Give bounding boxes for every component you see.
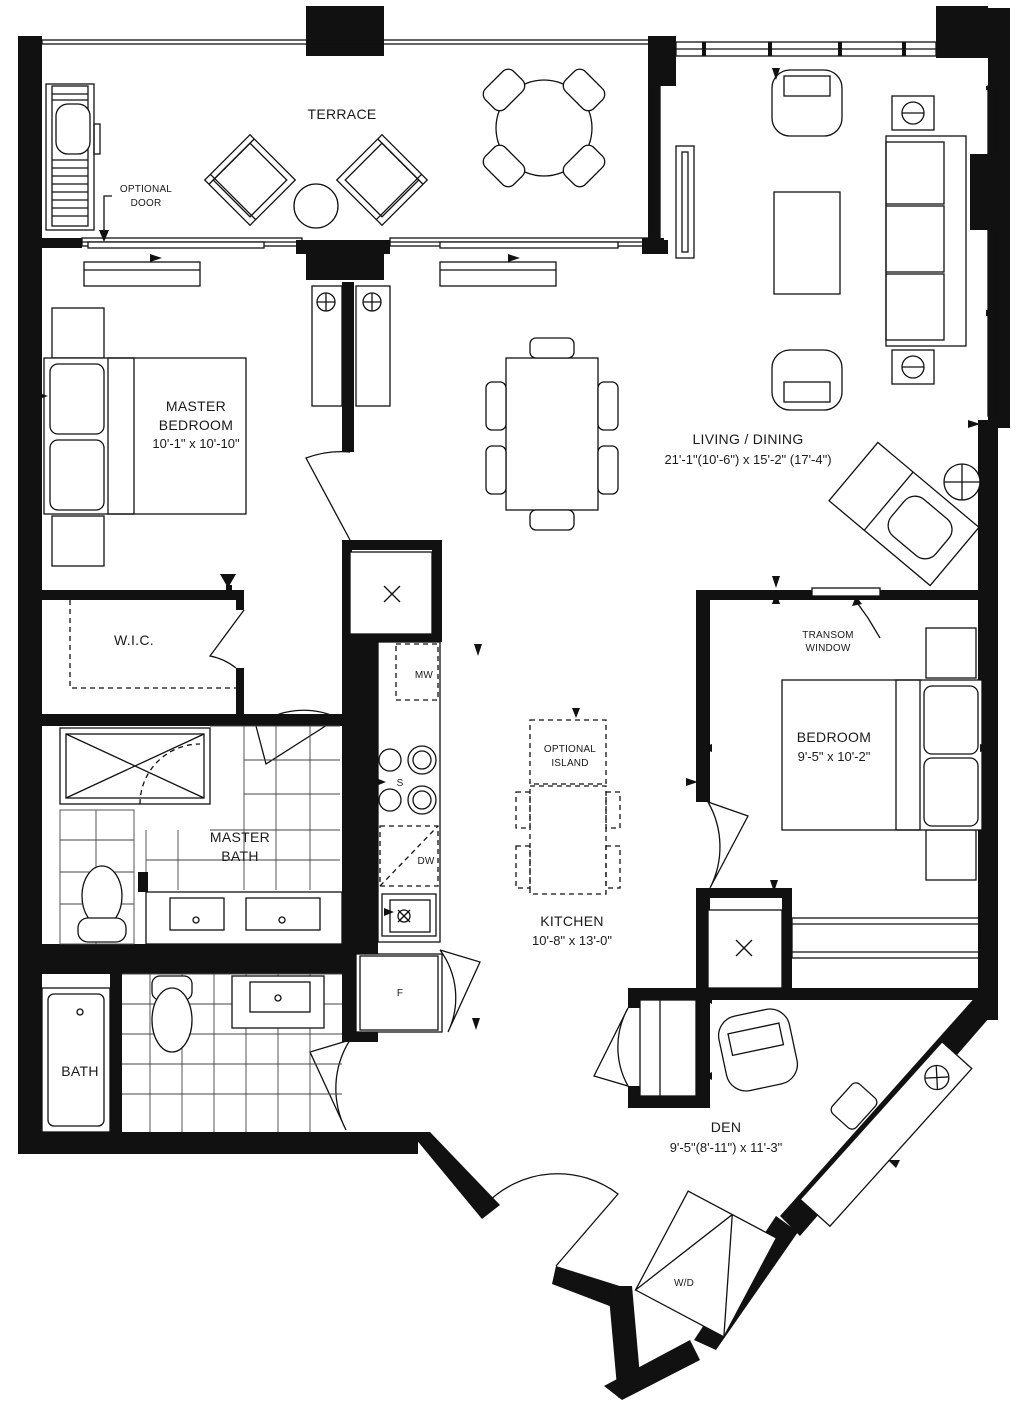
terrace-label: TERRACE	[308, 106, 377, 122]
terrace-furniture	[45, 68, 606, 242]
kitchen	[349, 551, 621, 1033]
wic-label: W.I.C.	[114, 632, 154, 648]
bath	[41, 973, 342, 1133]
optional-island-note-line2: ISLAND	[551, 758, 588, 769]
walk-in-closet	[69, 574, 236, 689]
master-bath-label-line2: BATH	[221, 848, 259, 864]
master-bed	[36, 307, 247, 567]
master-bath	[59, 725, 343, 945]
doors	[208, 450, 749, 1267]
terrace-enclosure	[41, 36, 998, 417]
transom-window-note-line2: WINDOW	[805, 643, 850, 654]
optional-door-note-line1: OPTIONAL	[120, 184, 172, 195]
stove-label: S	[397, 778, 404, 789]
den	[634, 996, 973, 1338]
bedroom-dims: 9'-5" x 10'-2"	[798, 749, 871, 764]
den-label: DEN	[711, 1119, 741, 1135]
kitchen-label: KITCHEN	[540, 913, 604, 929]
optional-island-note-line1: OPTIONAL	[544, 744, 596, 755]
living-dining-label: LIVING / DINING	[692, 431, 803, 447]
microwave-label: MW	[415, 670, 434, 681]
dishwasher-label: DW	[417, 856, 434, 867]
living-dining	[485, 68, 981, 587]
living-dining-dims: 21'-1"(10'-6") x 15'-2" (17'-4")	[664, 452, 831, 467]
interior-walls	[42, 282, 986, 1134]
master-bedroom-dims: 10'-1" x 10'-10"	[152, 436, 240, 451]
bath-label: BATH	[61, 1063, 99, 1079]
optional-door-note-line2: DOOR	[131, 198, 162, 209]
bedroom-label: BEDROOM	[797, 729, 871, 745]
washer-dryer-label: W/D	[674, 1278, 694, 1289]
appliance-labels: MW S DW F W/D	[397, 670, 694, 1289]
transom-window-note-line1: TRANSOM	[802, 630, 853, 641]
master-bath-label-line1: MASTER	[210, 829, 270, 845]
master-bedroom-label-line2: BEDROOM	[159, 417, 233, 433]
fridge-label: F	[397, 988, 403, 999]
den-dims: 9'-5"(8'-11") x 11'-3"	[670, 1140, 783, 1155]
master-closet	[311, 285, 391, 407]
room-labels: TERRACE OPTIONAL DOOR MASTER BEDROOM 10'…	[61, 106, 871, 1155]
bedroom	[686, 576, 992, 989]
master-bedroom-label-line1: MASTER	[166, 398, 226, 414]
kitchen-dims: 10'-8" x 13'-0"	[532, 933, 612, 948]
